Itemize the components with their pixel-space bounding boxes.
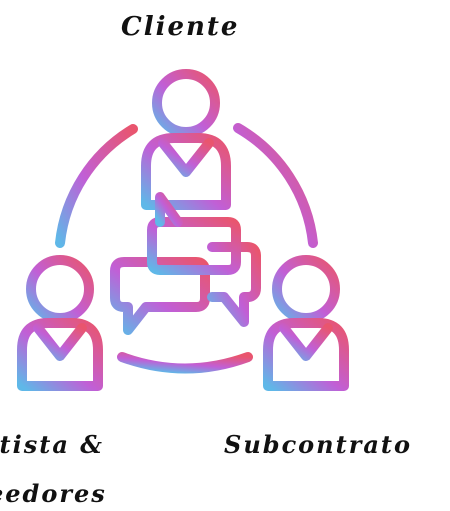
person-icon (141, 69, 231, 210)
person-icon (17, 255, 103, 391)
chat-bubbles-icon (110, 192, 261, 335)
label-cliente: Cliente (121, 12, 240, 42)
person-icon (263, 255, 349, 391)
label-left-line1: atista & (0, 430, 104, 459)
arc-top-right (233, 123, 318, 248)
arc-bottom (117, 352, 253, 374)
label-left-line2: eedores (0, 479, 107, 508)
label-subcontrato: Subcontrato (224, 430, 413, 459)
arc-top-left (55, 124, 138, 248)
